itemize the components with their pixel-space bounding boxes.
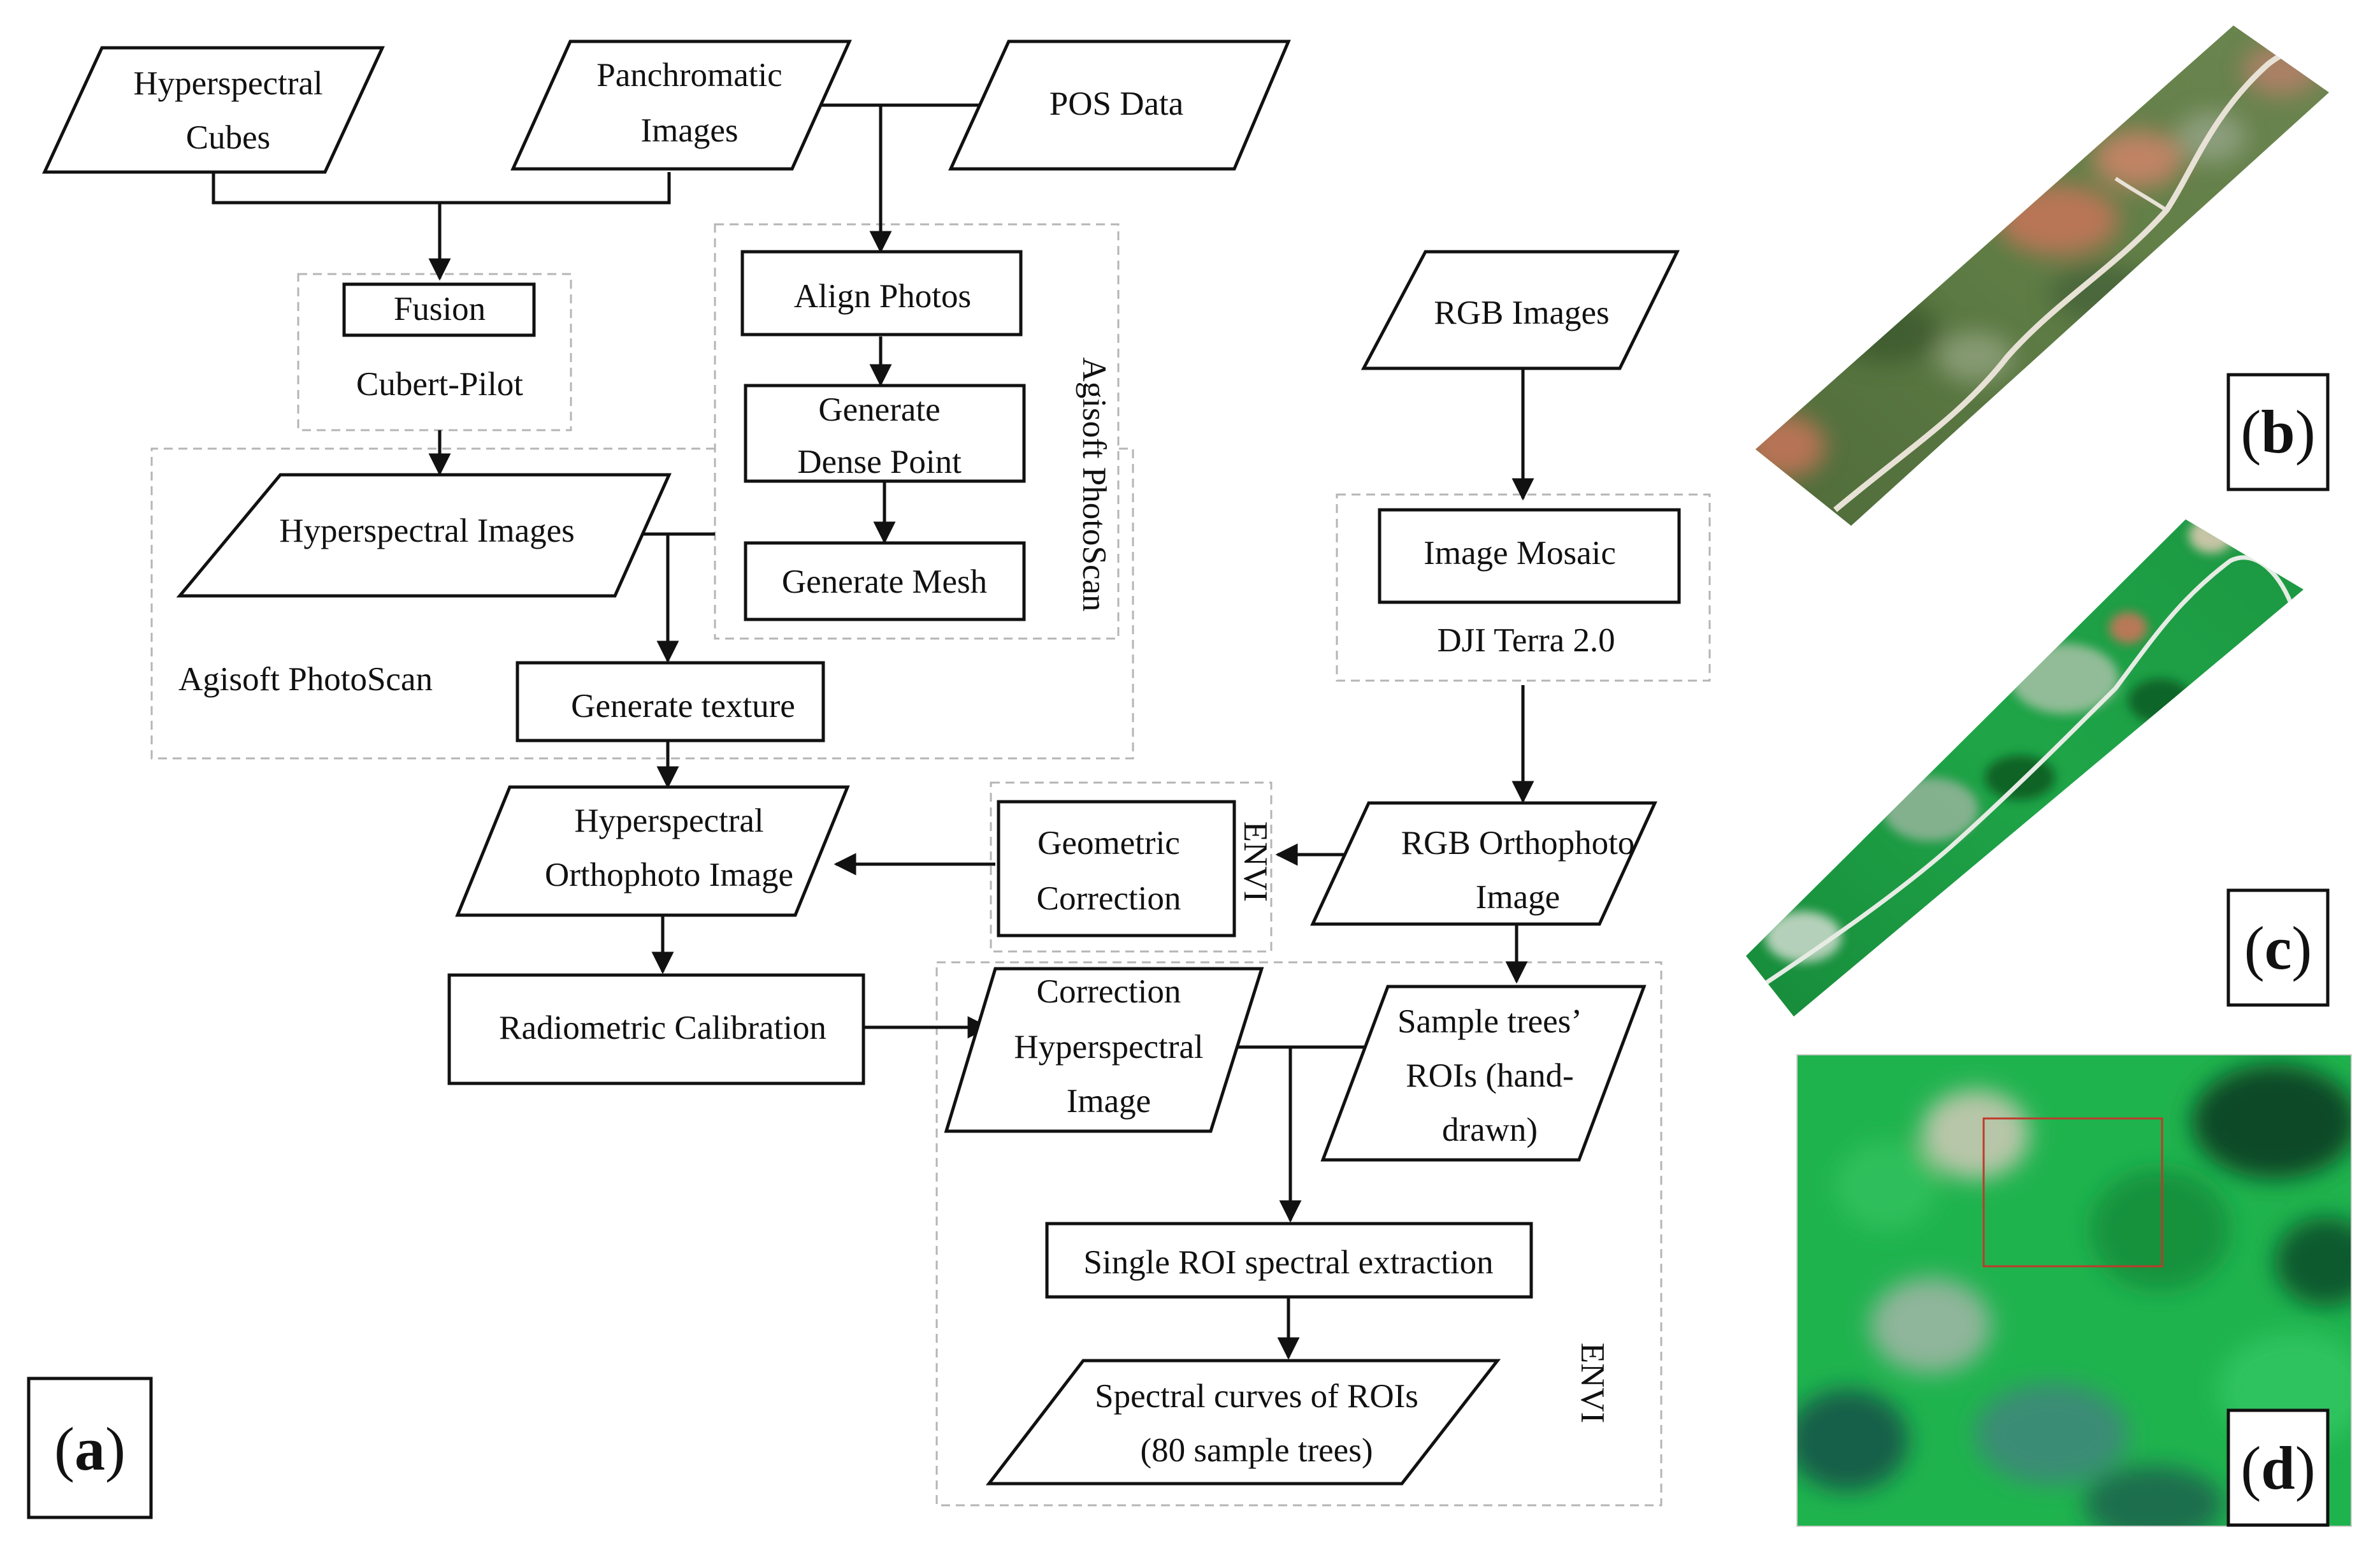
panel-d-label: (d) <box>2226 1408 2330 1527</box>
svg-text:(a): (a) <box>54 1415 126 1483</box>
svg-text:(b): (b) <box>2240 398 2315 466</box>
correction-hyperspectral-line1: Correction <box>1037 973 1181 1010</box>
spectral-curves-line1: Spectral curves of ROIs <box>1095 1378 1418 1415</box>
rgb-images-label: RGB Images <box>1434 294 1609 331</box>
agisoft-vertical-label: Agisoft PhotoScan <box>1076 358 1113 612</box>
hyperspectral-images-node: Hyperspectral Images <box>176 473 672 598</box>
generate-mesh-label: Generate Mesh <box>782 563 987 600</box>
sample-trees-line3: drawn) <box>1442 1111 1538 1148</box>
sample-trees-line2: ROIs (hand- <box>1406 1057 1573 1094</box>
radiometric-calibration-node: Radiometric Calibration <box>447 973 865 1085</box>
agisoft-left-label: Agisoft PhotoScan <box>178 661 433 698</box>
dense-point-line2: Dense Point <box>797 444 962 481</box>
envi-bottom-label: ENVI <box>1574 1343 1611 1424</box>
hyperspectral-ortho-line1: Hyperspectral <box>574 802 763 839</box>
fusion-node: Fusion <box>342 282 536 337</box>
spectral-curves-line2: (80 sample trees) <box>1141 1432 1373 1469</box>
image-mosaic-label: Image Mosaic <box>1424 535 1616 572</box>
align-photos-node: Align Photos <box>740 250 1023 336</box>
hyperspectral-images-label: Hyperspectral Images <box>279 512 575 549</box>
rgb-ortho-line2: Image <box>1476 879 1560 916</box>
pos-data-label: POS Data <box>1049 85 1184 122</box>
sample-trees-line1: Sample trees’ <box>1397 1003 1582 1040</box>
rgb-ortho-node: RGB Orthophoto Image <box>1310 801 1657 926</box>
generate-mesh-node: Generate Mesh <box>744 541 1026 621</box>
panchromatic-images-node: Panchromatic Images <box>510 40 852 171</box>
hyperspectral-ortho-line2: Orthophoto Image <box>545 857 793 893</box>
geometric-correction-line1: Geometric <box>1037 825 1180 862</box>
panel-b-label: (b) <box>2226 373 2330 491</box>
rgb-images-node: RGB Images <box>1360 250 1680 370</box>
svg-text:(d): (d) <box>2240 1434 2315 1502</box>
dji-terra-label: DJI Terra 2.0 <box>1437 622 1615 659</box>
generate-texture-node: Generate texture <box>516 661 825 742</box>
geometric-correction-node: Geometric Correction <box>997 800 1236 937</box>
agisoft-alignment-group <box>714 223 1120 640</box>
correction-hyperspectral-line2: Hyperspectral <box>1014 1029 1203 1066</box>
hyperspectral-cubes-line1: Hyperspectral <box>133 65 322 102</box>
cubert-pilot-label: Cubert-Pilot <box>356 366 523 403</box>
single-roi-label: Single ROI spectral extraction <box>1083 1244 1493 1281</box>
spectral-curves-node: Spectral curves of ROIs (80 sample trees… <box>985 1359 1501 1486</box>
panel-a-label: (a) <box>27 1377 153 1519</box>
correction-hyperspectral-node: Correction Hyperspectral Image <box>944 967 1264 1133</box>
sample-trees-rois-node: Sample trees’ ROIs (hand- drawn) <box>1320 985 1647 1162</box>
image-mosaic-node: Image Mosaic <box>1378 508 1681 604</box>
hyperspectral-cubes-line2: Cubes <box>186 119 271 156</box>
panel-c-label: (c) <box>2226 888 2330 1007</box>
radiometric-calibration-label: Radiometric Calibration <box>499 1009 826 1046</box>
rgb-ortho-line1: RGB Orthophoto <box>1401 825 1635 862</box>
envi-correction-group <box>990 781 1273 953</box>
envi-top-label: ENVI <box>1237 821 1274 902</box>
dense-point-line1: Generate <box>818 391 940 428</box>
generate-dense-point-node: Generate Dense Point <box>744 384 1026 483</box>
hyperspectral-ortho-node: Hyperspectral Orthophoto Image <box>455 785 850 917</box>
fusion-label: Fusion <box>394 291 486 328</box>
correction-hyperspectral-line3: Image <box>1067 1083 1151 1120</box>
align-photos-label: Align Photos <box>794 278 971 315</box>
panchromatic-images-line2: Images <box>640 112 738 149</box>
pos-data-node: POS Data <box>948 40 1291 171</box>
generate-texture-label: Generate texture <box>571 688 795 725</box>
agisoft-texture-group <box>150 447 1134 760</box>
hyperspectral-cubes-node: Hyperspectral Cubes <box>42 46 385 174</box>
geometric-correction-line2: Correction <box>1037 880 1181 917</box>
panchromatic-images-line1: Panchromatic <box>596 57 782 94</box>
svg-text:(c): (c) <box>2244 914 2312 982</box>
single-roi-node: Single ROI spectral extraction <box>1045 1222 1533 1299</box>
envi-extraction-group <box>935 961 1662 1507</box>
